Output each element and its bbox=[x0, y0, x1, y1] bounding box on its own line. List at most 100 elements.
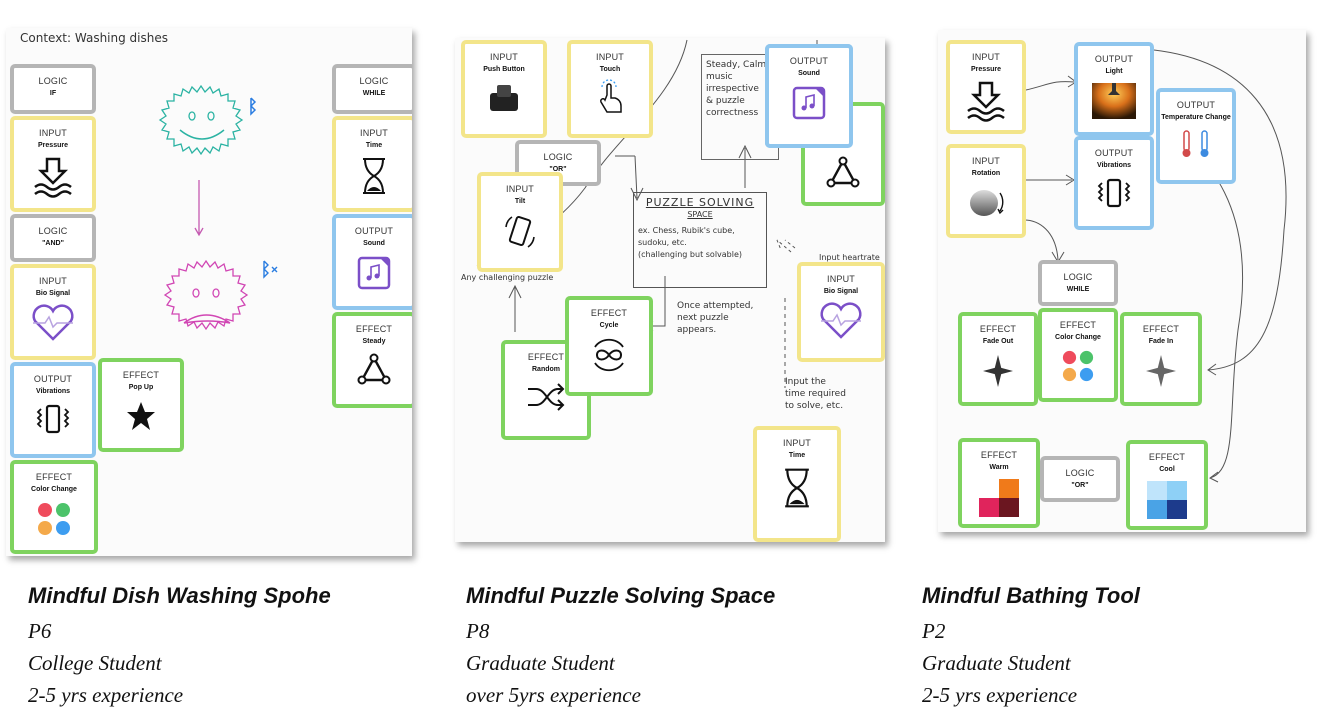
pressure-icon bbox=[967, 81, 1005, 122]
note-line: time required bbox=[785, 389, 846, 399]
pressure-icon bbox=[34, 157, 72, 198]
triangle-nodes-icon bbox=[357, 353, 391, 385]
card-name: Cycle bbox=[599, 322, 619, 329]
p2-card-output-sound-front: OUTPUT Sound bbox=[765, 44, 853, 148]
card-name: Vibrations bbox=[35, 388, 71, 395]
card-type: EFFECT bbox=[122, 370, 160, 380]
music-note-icon bbox=[357, 256, 391, 290]
vibration-icon bbox=[1097, 178, 1131, 208]
lamp-light-icon bbox=[1092, 83, 1136, 119]
card-type: OUTPUT bbox=[1094, 148, 1134, 158]
card-name: Random bbox=[532, 366, 560, 373]
shuffle-icon bbox=[528, 383, 565, 411]
card-name: Warm bbox=[989, 464, 1009, 471]
card-type: INPUT bbox=[827, 274, 855, 284]
card-type: INPUT bbox=[972, 156, 1000, 166]
p1-card-input-time: INPUT Time bbox=[332, 116, 412, 212]
card-name: Rotation bbox=[971, 170, 1001, 177]
p3-card-logic-or: LOGIC "OR" bbox=[1040, 456, 1120, 502]
star-burst-icon bbox=[127, 402, 155, 430]
card-name: Vibrations bbox=[1096, 162, 1132, 169]
note-line: correctness bbox=[706, 108, 759, 118]
card-type: OUTPUT bbox=[1176, 100, 1216, 110]
card-name: Fade In bbox=[1148, 338, 1174, 345]
card-name: Bio Signal bbox=[823, 288, 859, 295]
card-type: EFFECT bbox=[527, 352, 565, 362]
card-type: OUTPUT bbox=[1094, 54, 1134, 64]
pencil-connector-lines bbox=[1023, 49, 1287, 483]
panel-3-sheet: INPUT Pressure OUTPUT Light OUTPUT Tempe… bbox=[938, 30, 1306, 532]
card-name: "OR" bbox=[549, 166, 567, 173]
panel-3-role: Graduate Student bbox=[922, 651, 1071, 675]
tilt-rotate-icon bbox=[505, 215, 535, 248]
card-name: Color Change bbox=[31, 486, 77, 493]
note-once-attempted: Once attempted, next puzzle appears. bbox=[677, 300, 753, 336]
p2-card-effect-cycle: EFFECT Cycle bbox=[565, 296, 653, 396]
touch-hand-icon bbox=[600, 79, 622, 113]
p1-card-input-bio-signal: INPUT Bio Signal bbox=[10, 264, 96, 360]
note-input-heartrate: Input heartrate bbox=[819, 253, 880, 262]
sparkle-fade-icon bbox=[983, 355, 1013, 387]
p1-card-logic-if: LOGIC IF bbox=[10, 64, 96, 114]
card-name: Pressure bbox=[38, 142, 68, 149]
card-name: Sound bbox=[363, 240, 385, 247]
music-note-icon bbox=[792, 86, 826, 120]
card-name: Time bbox=[788, 452, 806, 459]
note-line: Input the bbox=[785, 377, 826, 387]
color-dots-icon bbox=[38, 503, 70, 535]
p3-card-logic-while: LOGIC WHILE bbox=[1038, 260, 1118, 306]
panel-2-sheet: INPUT Push Button INPUT Touch LOGIC "OR"… bbox=[455, 38, 885, 542]
card-type: EFFECT bbox=[590, 308, 628, 318]
card-type: OUTPUT bbox=[354, 226, 394, 236]
heart-icon bbox=[32, 304, 74, 341]
p1-card-effect-color-change: EFFECT Color Change bbox=[10, 460, 98, 554]
card-type: LOGIC bbox=[38, 226, 68, 236]
card-type: INPUT bbox=[596, 52, 624, 62]
vibration-icon bbox=[36, 404, 70, 434]
card-name: Time bbox=[365, 142, 383, 149]
card-name: IF bbox=[49, 90, 57, 97]
card-type: EFFECT bbox=[979, 324, 1017, 334]
hourglass-icon bbox=[363, 158, 385, 194]
down-arrow-drawing bbox=[194, 180, 204, 237]
card-type: LOGIC bbox=[38, 76, 68, 86]
thermometer-icon bbox=[1182, 130, 1209, 157]
panel-1-context: Context: Washing dishes bbox=[20, 31, 168, 45]
card-type: LOGIC bbox=[543, 152, 573, 162]
card-type: EFFECT bbox=[980, 450, 1018, 460]
p1-card-input-pressure: INPUT Pressure bbox=[10, 116, 96, 212]
card-type: EFFECT bbox=[355, 324, 393, 334]
panel-2-experience: over 5yrs experience bbox=[466, 683, 641, 707]
card-name: Pressure bbox=[971, 66, 1001, 73]
panel-3-experience: 2-5 yrs experience bbox=[922, 683, 1078, 707]
note-line: Steady, Calm bbox=[706, 60, 767, 70]
card-name: "OR" bbox=[1071, 482, 1089, 489]
p3-card-output-light: OUTPUT Light bbox=[1074, 42, 1154, 136]
panel-1-sheet: Context: Washing dishes LOGIC IF INPUT P… bbox=[6, 28, 412, 556]
card-type: OUTPUT bbox=[789, 56, 829, 66]
p1-card-logic-and: LOGIC "AND" bbox=[10, 214, 96, 262]
p3-card-input-rotation: INPUT Rotation bbox=[946, 144, 1026, 238]
panel-1-title: Mindful Dish Washing Spohe bbox=[28, 583, 331, 608]
note-line: irrespective bbox=[706, 84, 759, 94]
card-name: Touch bbox=[599, 66, 621, 73]
p3-card-effect-fade-out: EFFECT Fade Out bbox=[958, 312, 1038, 406]
card-type: EFFECT bbox=[1142, 324, 1180, 334]
card-name: Fade Out bbox=[982, 338, 1014, 345]
color-dots-icon bbox=[1062, 350, 1094, 382]
p3-card-effect-warm: EFFECT Warm bbox=[958, 438, 1040, 528]
p2-card-input-push-button: INPUT Push Button bbox=[461, 40, 547, 138]
p1-card-output-sound: OUTPUT Sound bbox=[332, 214, 412, 310]
panel-3-title: Mindful Bathing Tool bbox=[922, 583, 1140, 608]
triangle-nodes-icon bbox=[826, 156, 860, 188]
p1-card-effect-steady: EFFECT Steady bbox=[332, 312, 412, 408]
cool-palette-icon bbox=[1147, 481, 1187, 519]
card-type: INPUT bbox=[490, 52, 518, 62]
note-any-challenging: Any challenging puzzle bbox=[461, 273, 554, 282]
card-name: Bio Signal bbox=[35, 290, 71, 297]
p2-card-input-tilt: INPUT Tilt bbox=[477, 172, 563, 272]
card-name: "AND" bbox=[42, 240, 64, 247]
note-puzzle-space: PUZZLE SOLVING SPACE ex. Chess, Rubik's … bbox=[633, 192, 767, 288]
hourglass-icon bbox=[785, 468, 809, 508]
card-name: Sound bbox=[798, 70, 820, 77]
